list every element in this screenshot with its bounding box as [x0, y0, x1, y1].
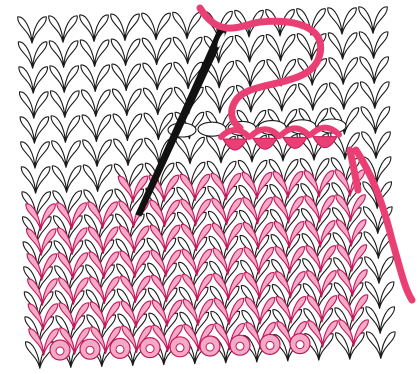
fabric-stitch [268, 85, 297, 111]
fabric-stitch [49, 16, 78, 42]
fabric-stitch [360, 57, 389, 83]
worked-loop-hole [296, 341, 304, 349]
worked-loop-hole [146, 345, 154, 353]
fabric-stitch [82, 115, 111, 141]
fabric-stitch [266, 35, 295, 61]
worked-loop-hole [116, 345, 124, 353]
fabric-stitch [144, 113, 173, 139]
worked-loop-hole [176, 344, 184, 352]
fabric-stitch [143, 63, 172, 89]
worked-loop-hole [206, 343, 214, 351]
fabric-stitch [111, 14, 140, 40]
fabric-stitch [20, 92, 49, 118]
worked-loop-hole [266, 341, 274, 349]
fabric-stitch [52, 166, 81, 192]
fabric-stitch [80, 15, 109, 41]
fabric-stitch [52, 141, 81, 167]
fabric-stitch [365, 282, 394, 308]
fabric-stitch [82, 90, 111, 116]
fabric-stitch [142, 38, 171, 64]
fabric-stitch [81, 65, 110, 91]
fabric-stitch [113, 89, 142, 115]
fabric-stitch [330, 83, 359, 109]
fabric-stitch [51, 91, 80, 117]
fabric-stitch [80, 40, 109, 66]
fabric-stitch [83, 165, 112, 191]
fabric-stitch [50, 66, 79, 92]
fabric-stitch [362, 132, 391, 158]
fabric-stitch [329, 58, 358, 84]
fabric-stitch [361, 82, 390, 108]
fabric-stitch [173, 37, 202, 63]
fabric-stitch [83, 140, 112, 166]
fabric-stitch [18, 42, 47, 68]
yarn-strand-icon [200, 8, 412, 300]
fabric-stitch [359, 32, 388, 58]
fabric-stitch [359, 7, 388, 33]
fabric-stitch [328, 8, 357, 34]
fabric-stitch [173, 12, 202, 38]
worked-loop-hole [236, 342, 244, 350]
fabric-stitch [299, 84, 328, 110]
fabric-stitch [142, 13, 171, 39]
fabric-stitch [18, 17, 47, 43]
fabric-stitch [111, 39, 140, 65]
fabric-stitch [328, 33, 357, 59]
fabric-stitch [112, 64, 141, 90]
fabric-stitch [176, 137, 205, 163]
fabric-stitch [367, 332, 396, 358]
fabric-stitch [20, 117, 49, 143]
fabric-stitch [114, 139, 143, 165]
worked-loop-hole [86, 346, 94, 354]
fabric-stitch [51, 116, 80, 142]
fabric-stitch [21, 167, 50, 193]
fabric-stitch [235, 35, 264, 61]
fabric-stitch [144, 88, 173, 114]
fabric-stitch [365, 257, 394, 283]
fabric-stitch [113, 114, 142, 140]
fabric-stitch [366, 307, 395, 333]
worked-loop-hole [56, 347, 64, 355]
fabric-stitch [361, 107, 390, 133]
fabric-stitch [49, 41, 78, 67]
fabric-stitch [236, 60, 265, 86]
fabric-stitch [21, 142, 50, 168]
fabric-stitch [19, 67, 48, 93]
